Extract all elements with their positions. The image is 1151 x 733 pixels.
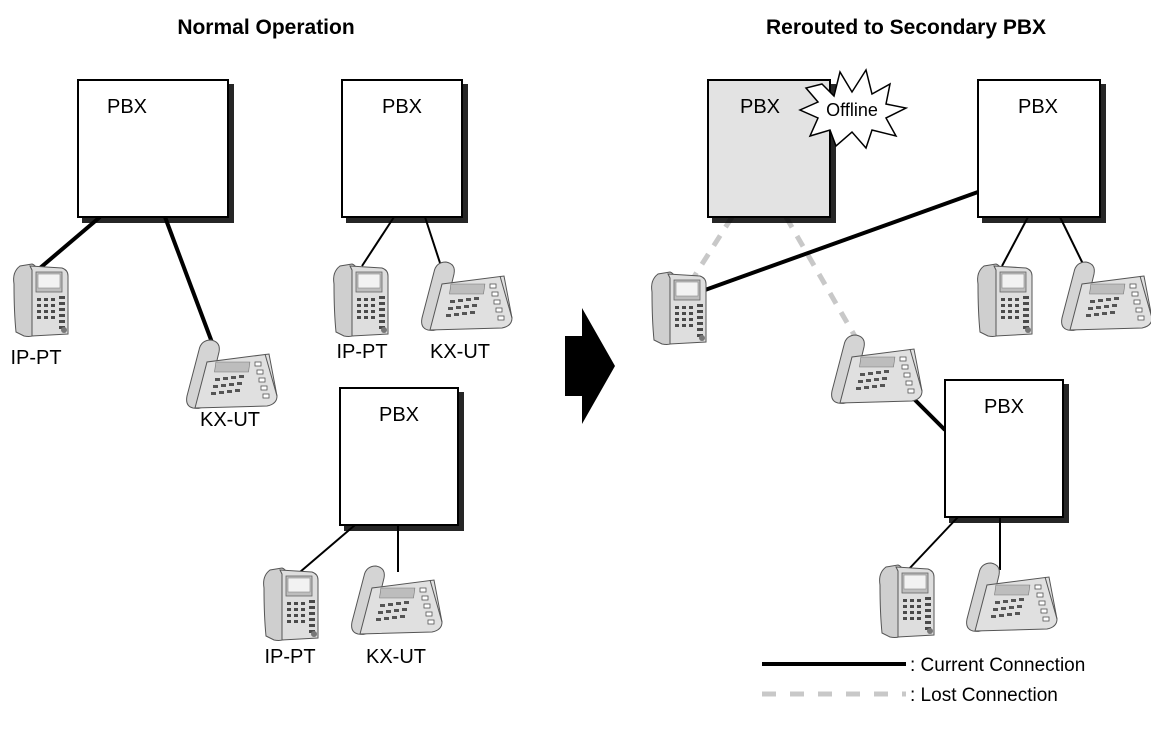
pbx-box-3: PBX xyxy=(339,387,459,526)
kx-phone-icon xyxy=(831,334,923,404)
pbx-label: PBX xyxy=(1018,96,1058,118)
pbx-box-secondary-1: PBX xyxy=(977,79,1101,218)
ip-phone-icon xyxy=(977,263,1033,337)
ip-phone-icon xyxy=(263,567,319,641)
rerouted-connections xyxy=(704,190,1085,571)
connection-lost-2 xyxy=(783,215,863,347)
offline-burst-icon xyxy=(798,68,909,150)
pbx-label: PBX xyxy=(382,96,422,118)
legend: : Current Connection : Lost Connection xyxy=(762,655,1085,706)
connection-line-r5 xyxy=(907,516,959,571)
pbx-label: PBX xyxy=(379,404,419,426)
pbx-box-offline: PBX xyxy=(707,79,831,218)
offline-burst: Offline xyxy=(798,68,909,150)
pbx-box-1: PBX xyxy=(77,79,229,218)
transition-arrow-icon xyxy=(565,308,615,424)
device-label-ip-pt: IP-PT xyxy=(264,646,315,668)
kx-phone-icon xyxy=(966,562,1058,632)
legend-current-label: : Current Connection xyxy=(910,655,1085,676)
title-normal-operation: Normal Operation xyxy=(177,16,354,39)
offline-label: Offline xyxy=(826,100,878,120)
kx-phone-icon xyxy=(421,261,513,331)
connection-line-4 xyxy=(424,216,442,267)
connection-line-3 xyxy=(361,216,395,267)
device-label-ip-pt: IP-PT xyxy=(336,341,387,363)
kx-phone-icon xyxy=(1061,261,1151,331)
kx-phone-icon xyxy=(351,565,443,635)
normal-connections xyxy=(38,215,442,573)
device-label-ip-pt: IP-PT xyxy=(10,347,61,369)
ip-phone-icon xyxy=(13,263,69,337)
ip-phone-icon xyxy=(651,271,707,345)
device-label-kx-ut: KX-UT xyxy=(200,409,260,431)
pbx-box-2: PBX xyxy=(341,79,463,218)
device-label-kx-ut: KX-UT xyxy=(366,646,426,668)
lost-connections xyxy=(687,215,863,347)
kx-phone-icon xyxy=(186,339,278,409)
ip-phone-icon xyxy=(333,263,389,337)
connection-line-5 xyxy=(299,524,356,573)
connection-lost-1 xyxy=(687,215,735,285)
pbx-label: PBX xyxy=(107,96,147,118)
connection-current-2 xyxy=(163,216,215,346)
connection-line-r4 xyxy=(1059,216,1085,267)
connection-current-1 xyxy=(38,215,102,270)
legend-lost-label: : Lost Connection xyxy=(910,685,1058,706)
connection-current-rerouted-1 xyxy=(704,190,979,292)
connection-line-r3 xyxy=(1001,216,1029,267)
pbx-label: PBX xyxy=(740,96,780,118)
device-label-kx-ut: KX-UT xyxy=(430,341,490,363)
pbx-label: PBX xyxy=(984,396,1024,418)
title-rerouted: Rerouted to Secondary PBX xyxy=(766,16,1046,39)
ip-phone-icon xyxy=(879,564,935,638)
pbx-box-secondary-2: PBX xyxy=(944,379,1064,518)
